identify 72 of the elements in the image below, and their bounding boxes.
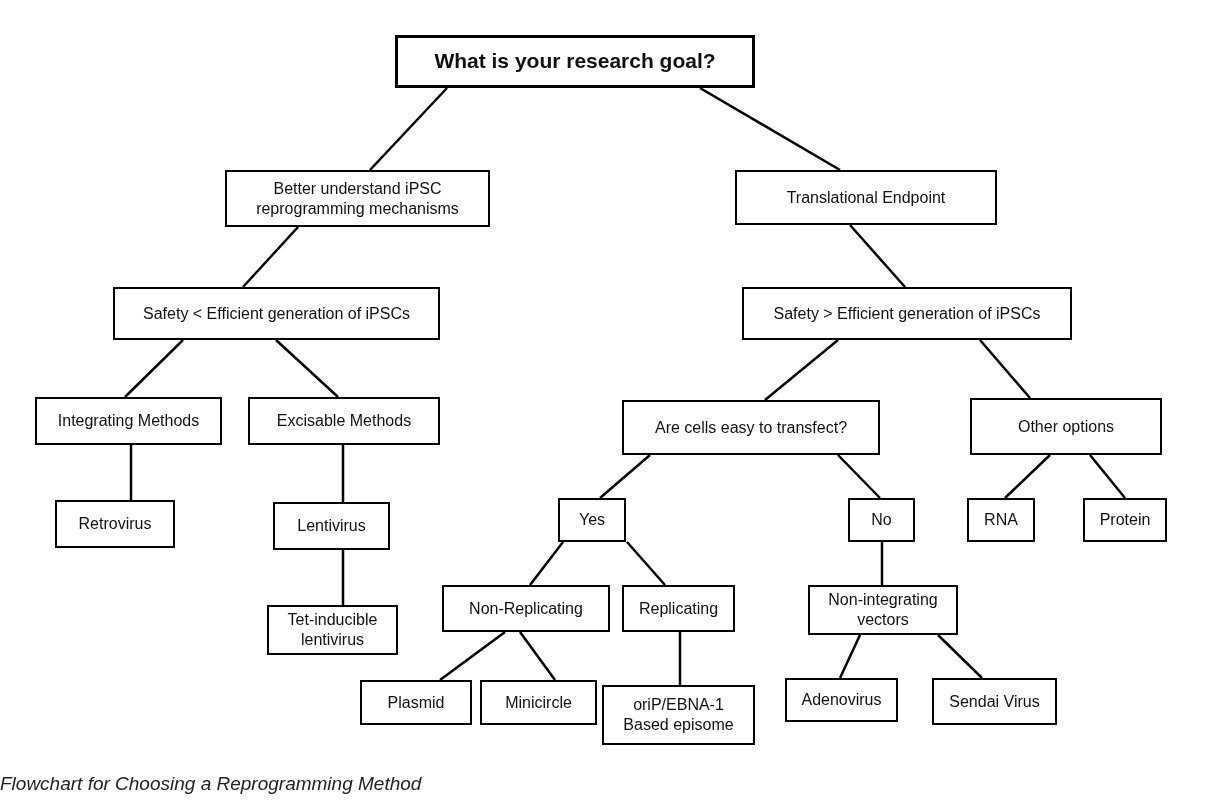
caption: Flowchart for Choosing a Reprogramming Method [0,773,422,795]
connector-line [764,339,839,401]
box-label: Safety > Efficient generation of iPSCs [773,303,1041,324]
connector-line [937,634,983,679]
box-label: Non-Replicating [469,598,583,619]
connector-line [699,86,841,172]
process-box [785,678,898,722]
box-label: Replicating [638,598,719,619]
box-label: Translational Endpoint [786,187,946,208]
box-label: Tet-inducible lentivirus [286,610,379,650]
process-box [113,287,440,340]
box-label: Adenovirus [801,690,882,710]
connector-line [678,632,682,685]
box-label: Retrovirus [78,514,152,534]
process-box [735,170,997,225]
process-box [267,605,398,655]
box-label: Sendai Virus [949,691,1040,712]
process-box [248,397,440,445]
connector-line [599,454,651,499]
process-box [225,170,490,227]
connector-line [519,631,556,681]
process-box [742,287,1072,340]
process-box [970,398,1162,455]
box-label: Lentivirus [297,516,366,536]
process-box [848,498,915,542]
box-label: No [871,510,892,530]
connector-line [124,339,184,398]
connector-line [1004,454,1051,499]
connector-line [1089,454,1126,499]
process-box [360,680,472,725]
connector-line [979,339,1031,399]
connector-line [275,339,339,398]
process-box [808,585,958,635]
process-box [35,397,222,445]
connector-line [529,541,564,586]
process-box [622,400,880,455]
process-box [1083,498,1167,542]
box-label: oriP/EBNA-1 Based episome [622,695,735,735]
box-label: Yes [578,510,606,530]
box-label: RNA [984,510,1018,530]
box-label: Integrating Methods [57,411,200,431]
box-label: Better understand iPSC reprogramming mechanisms [255,178,460,219]
box-label: Safety < Efficient generation of iPSCs [143,303,410,324]
box-label: Plasmid [387,692,445,713]
box-label: What is your research goal? [434,48,716,75]
process-box [932,678,1057,725]
connector-line [242,226,299,288]
process-box [273,502,390,550]
process-box [442,585,610,632]
connector-line [341,550,345,605]
connector-line [838,634,862,679]
connector-line [626,541,666,586]
connector-line [880,542,884,585]
process-box [55,500,175,548]
process-box [602,685,755,745]
box-label: Excisable Methods [276,411,412,431]
box-label: Are cells easy to transfect? [654,417,848,438]
box-label: Protein [1099,510,1151,530]
connector-line [837,454,881,499]
connector-line [341,445,345,502]
process-box [558,498,626,542]
connector-line [369,87,448,171]
process-box [395,35,755,88]
connector-line [129,445,133,500]
box-label: Other options [1017,416,1115,437]
connector-line [849,224,906,288]
box-label: Minicircle [505,692,572,713]
process-box [622,585,735,632]
process-box [480,680,597,725]
box-label: Non-integrating vectors [827,590,939,630]
connector-line [439,631,506,681]
process-box [967,498,1035,542]
